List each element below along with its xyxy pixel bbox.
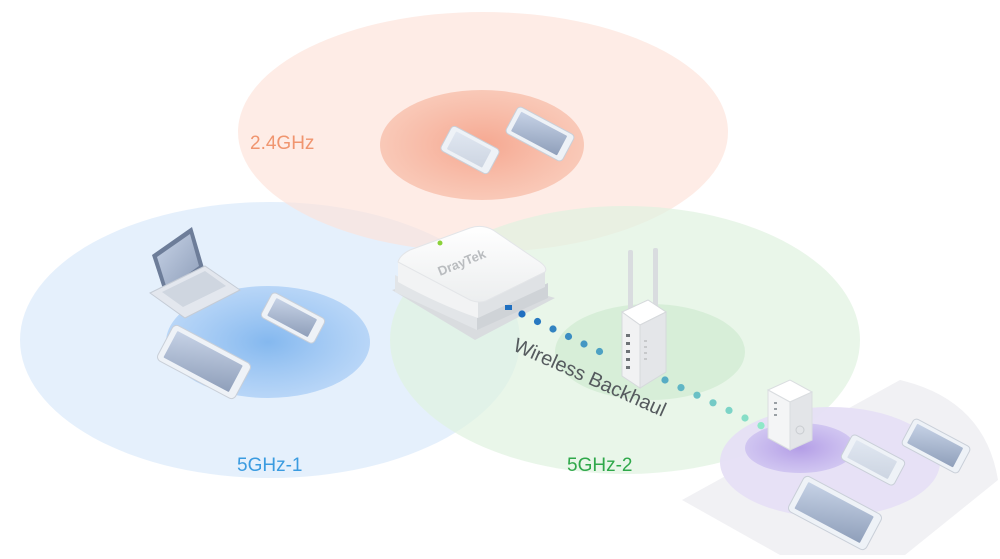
backhaul-dot [595,347,604,356]
backhaul-dot [725,406,733,414]
router-icon: DrayTek [392,225,555,340]
backhaul-dot [757,422,765,430]
backhaul-dot [580,340,588,348]
band-label-5ghz-2: 5GHz-2 [567,455,632,476]
tablet-icon [505,106,575,162]
backhaul-dot [564,332,573,341]
backhaul-dot [741,414,749,422]
tablet-icon [157,324,251,400]
coverage-5ghz-1 [20,202,520,478]
backhaul-link [518,310,765,430]
backhaul-dot [709,399,717,407]
range-extender-icon [766,379,814,451]
access-point-icon [621,248,667,389]
backhaul-dot [661,376,669,384]
tablet-icon [788,475,882,551]
backhaul-dot [549,325,557,333]
backhaul-dot [677,384,685,392]
backhaul-dot [693,391,701,399]
backhaul-dot [533,317,542,326]
smartphone-icon [440,125,500,175]
band-label-5ghz-1: 5GHz-1 [237,455,302,476]
tablet-icon [901,418,971,474]
laptop-icon [149,227,241,319]
status-led [437,240,443,246]
smartphone-icon [840,434,906,486]
backhaul-dot [518,310,526,318]
smartphone-icon [260,292,326,344]
band-label-2-4ghz: 2.4GHz [250,133,314,154]
